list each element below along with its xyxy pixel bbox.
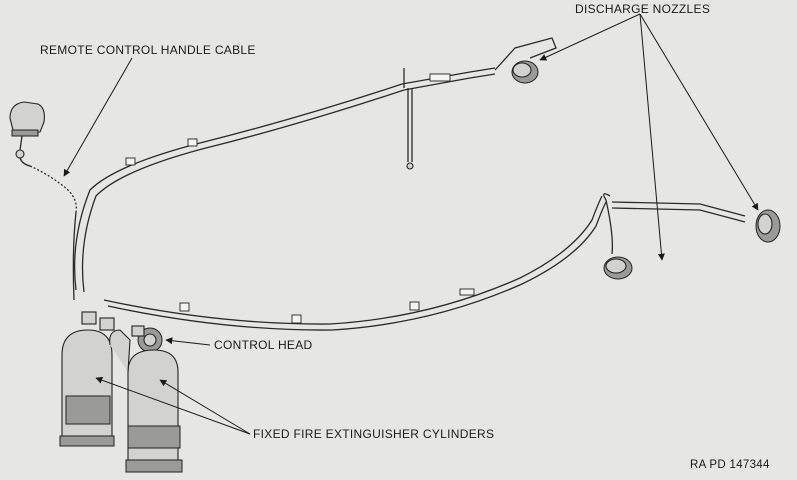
main-piping-loop	[74, 37, 746, 331]
fixed-fire-extinguisher-cylinders-label: FIXED FIRE EXTINGUISHER CYLINDERS	[253, 427, 495, 441]
leader-lines	[63, 13, 759, 435]
remote-control-handle-cable-label: REMOTE CONTROL HANDLE CABLE	[40, 43, 256, 57]
control-head	[81, 311, 163, 353]
remote-control-cable	[29, 165, 77, 301]
discharge-nozzle-1	[511, 60, 539, 84]
control-head-label: CONTROL HEAD	[214, 338, 313, 352]
discharge-nozzle-3	[755, 209, 781, 243]
remote-control-handle	[9, 101, 45, 167]
fixed-fire-extinguisher-cylinders	[59, 329, 183, 473]
discharge-nozzle-2	[603, 256, 633, 280]
discharge-nozzles-label: DISCHARGE NOZZLES	[575, 2, 711, 16]
pipe-clips	[125, 73, 475, 324]
figure-reference-label: RA PD 147344	[690, 459, 770, 471]
